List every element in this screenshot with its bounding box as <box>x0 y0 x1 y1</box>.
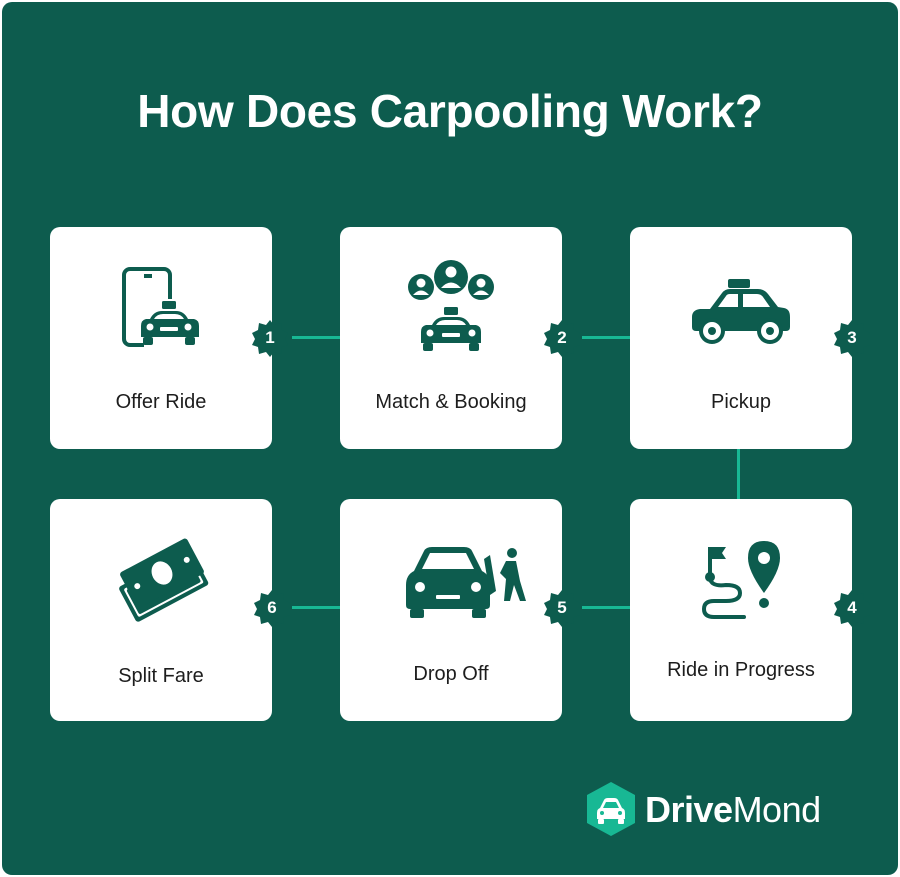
gear-badge-icon <box>544 590 580 627</box>
step-number: 1 <box>265 328 275 347</box>
gear-badge-icon <box>252 320 288 357</box>
step-label: Split Fare <box>118 665 204 687</box>
connector-5-6 <box>292 606 340 609</box>
step-label: Offer Ride <box>115 391 207 413</box>
gear-badge-icon <box>834 590 870 627</box>
step-badge: 3 <box>832 318 872 358</box>
step-card-offer-ride: Offer Ride <box>50 227 272 449</box>
step-card-drop-off: Drop Off <box>340 499 562 721</box>
car-hexagon-icon <box>587 782 635 836</box>
step-card-split-fare: Split Fare <box>50 499 272 721</box>
logo-wordmark: DriveMond <box>645 789 821 831</box>
connector-1-2 <box>292 336 340 339</box>
gear-badge-icon <box>834 320 870 357</box>
step-number: 3 <box>847 328 857 347</box>
connector-2-3 <box>582 336 630 339</box>
step-card-pickup: Pickup <box>630 227 852 449</box>
step-number: 2 <box>557 328 567 347</box>
step-label: Ride in Progress <box>667 659 815 681</box>
connector-3-4 <box>737 448 740 500</box>
step-label: Match & Booking <box>375 391 527 413</box>
step-badge: 4 <box>832 588 872 628</box>
logo-word-drive: Drive <box>645 789 733 830</box>
drivemond-logo: DriveMond <box>585 781 845 841</box>
route-pin-icon <box>701 541 780 619</box>
gear-badge-icon <box>544 320 580 357</box>
step-label: Drop Off <box>413 663 489 685</box>
step-badge: 1 <box>250 318 290 358</box>
step-card-match-booking: Match & Booking <box>340 227 562 449</box>
step-card-ride-in-progress: Ride in Progress <box>630 499 852 721</box>
step-number: 5 <box>557 598 567 617</box>
step-label: Pickup <box>710 391 772 413</box>
gear-badge-icon <box>254 590 290 627</box>
step-number: 6 <box>267 598 277 617</box>
connector-4-5 <box>582 606 630 609</box>
car-passenger-icon <box>406 547 526 618</box>
step-number: 4 <box>847 598 857 617</box>
step-badge: 6 <box>252 588 292 628</box>
step-badge: 2 <box>542 318 582 358</box>
users-taxi-icon <box>408 260 494 351</box>
logo-word-mond: Mond <box>732 789 822 830</box>
taxi-car-icon <box>692 279 790 344</box>
phone-taxi-icon <box>122 267 200 347</box>
money-bills-icon <box>119 538 209 622</box>
step-badge: 5 <box>542 588 582 628</box>
page-title: How Does Carpooling Work? <box>137 85 763 137</box>
